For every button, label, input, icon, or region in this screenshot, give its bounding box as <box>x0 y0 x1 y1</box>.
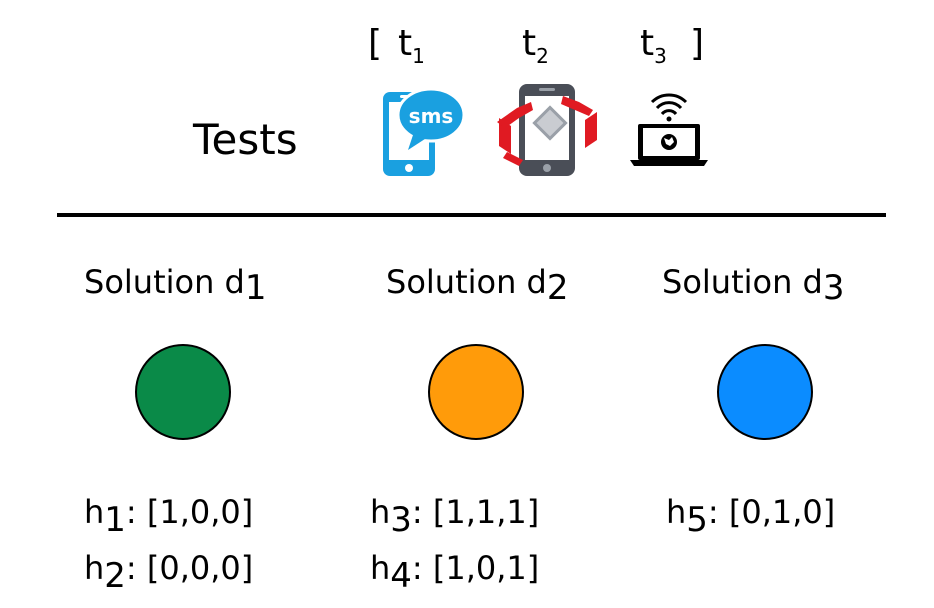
solution-dot-1 <box>135 344 231 440</box>
solution-label-2: Solution d2 <box>386 263 569 308</box>
test-label-2: t2 <box>522 23 549 69</box>
hypothesis-1: h1: [1,0,0] <box>84 493 254 540</box>
phone-rotate-icon <box>493 82 603 182</box>
test-label-1: t1 <box>398 23 425 69</box>
close-bracket: ] <box>690 23 705 64</box>
hypothesis-5: h5: [0,1,0] <box>666 493 836 540</box>
test-label-3: t3 <box>640 23 667 69</box>
sms-phone-icon: sms <box>378 80 468 182</box>
solution-dot-3 <box>717 344 813 440</box>
hypothesis-2: h2: [0,0,0] <box>84 549 254 596</box>
divider-line <box>57 213 886 217</box>
open-bracket: [ <box>368 23 383 64</box>
solution-label-1: Solution d1 <box>84 263 267 308</box>
laptop-wifi-icon <box>628 88 710 172</box>
sms-text: sms <box>409 104 454 128</box>
hypothesis-4: h4: [1,0,1] <box>370 549 540 596</box>
hypothesis-3: h3: [1,1,1] <box>370 493 540 540</box>
solution-dot-2 <box>428 344 524 440</box>
tests-label: Tests <box>193 115 298 164</box>
solution-label-3: Solution d3 <box>662 263 845 308</box>
